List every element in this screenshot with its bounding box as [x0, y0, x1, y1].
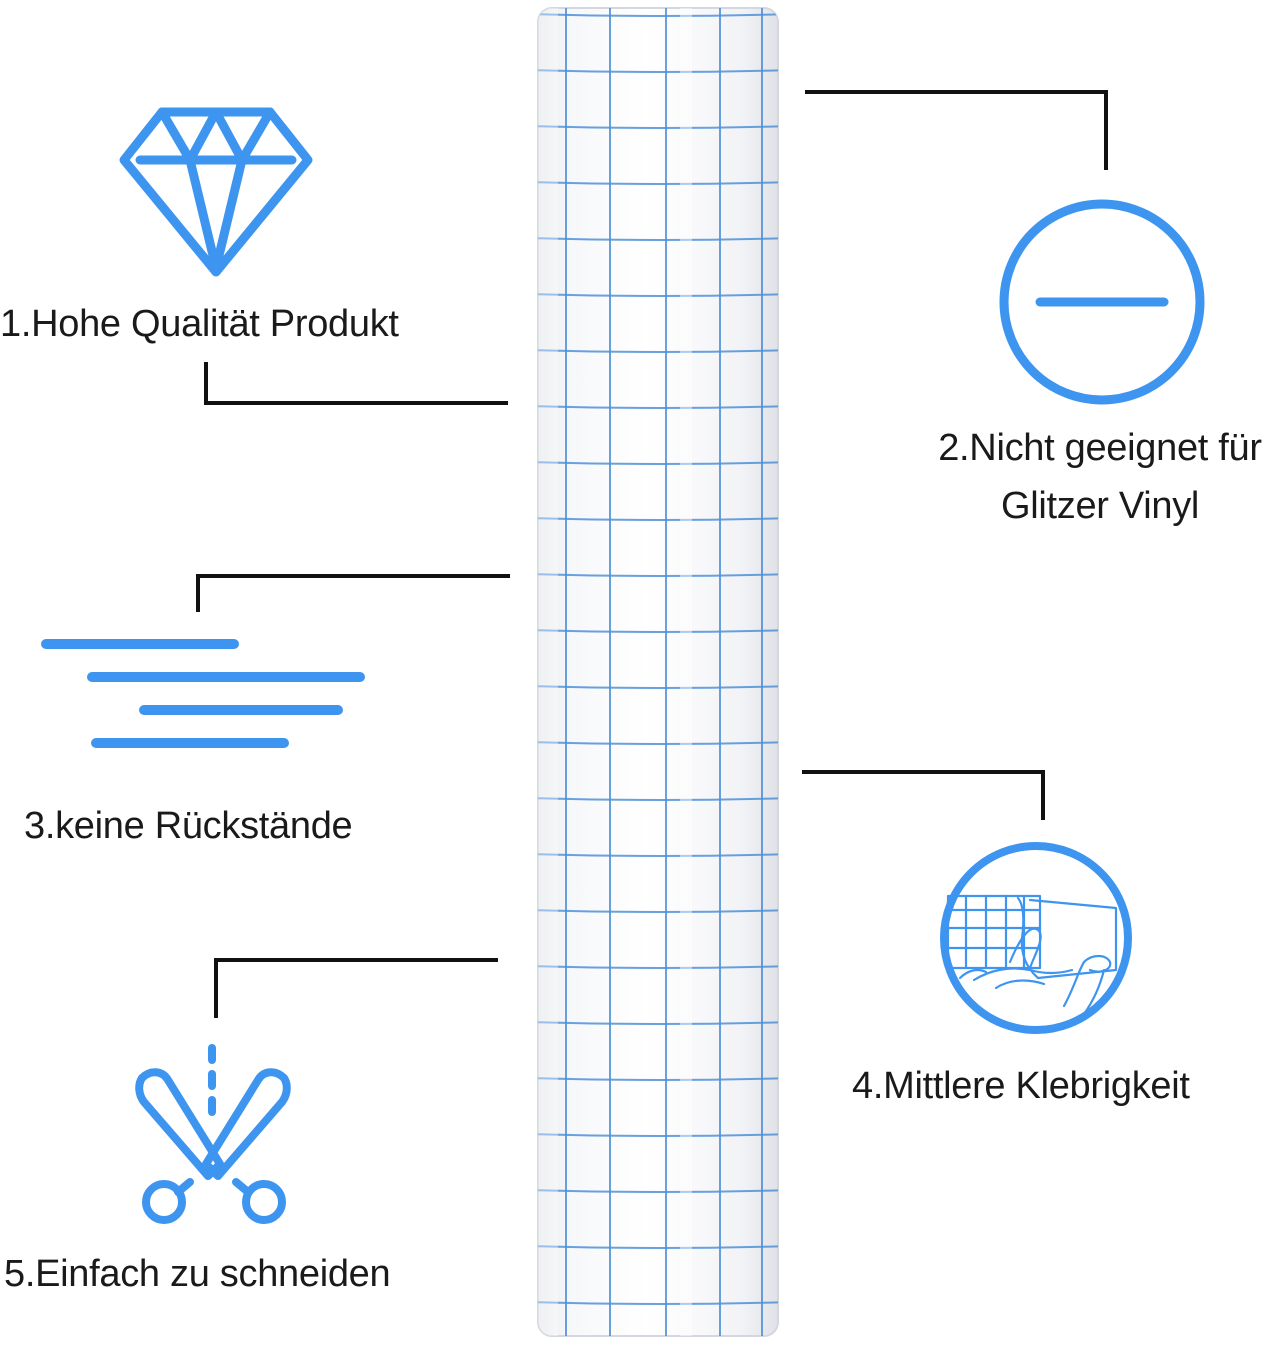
transfer-tape-roll [537, 7, 779, 1337]
roll-grid-horizontal-line [538, 237, 778, 241]
roll-grid-horizontal-line [538, 1189, 778, 1193]
connector-line-2 [805, 90, 1108, 170]
connector-line-1 [204, 362, 508, 405]
roll-grid-horizontal-line [538, 405, 778, 409]
roll-grid-horizontal-line [538, 629, 778, 633]
roll-grid-horizontal-line [538, 797, 778, 801]
roll-grid-horizontal-line [538, 293, 778, 297]
roll-grid-horizontal-line [538, 685, 778, 689]
feature-label-quality: 1.Hohe Qualität Produkt [0, 303, 399, 345]
feature-label-easy-cut: 5.Einfach zu schneiden [4, 1253, 391, 1295]
roll-grid-horizontal-line [538, 517, 778, 521]
roll-grid-horizontal-line [538, 909, 778, 913]
roll-grid-horizontal-line [538, 965, 778, 969]
feature-label-glitter: 2.Nicht geeignet für Glitzer Vinyl [918, 426, 1278, 529]
connector-line-4 [802, 770, 1045, 820]
roll-grid-horizontal-line [538, 1301, 778, 1305]
roll-grid-horizontal-line [538, 181, 778, 185]
roll-grid-horizontal-line [538, 349, 778, 353]
horizontal-lines-icon [41, 639, 365, 748]
roll-grid-horizontal-line [538, 573, 778, 577]
roll-grid-horizontal-line [538, 741, 778, 745]
feature-label-glitter-line2: Glitzer Vinyl [1000, 484, 1200, 527]
minus-circle-icon [999, 199, 1205, 405]
connector-line-3 [196, 574, 510, 612]
roll-grid-horizontal-line [538, 461, 778, 465]
roll-grid-horizontal-line [538, 853, 778, 857]
roll-grid-horizontal-line [538, 13, 778, 17]
connector-line-5 [214, 958, 498, 1018]
roll-grid-horizontal-line [538, 1077, 778, 1081]
roll-grid-lines [538, 8, 778, 1336]
roll-grid-horizontal-line [538, 1133, 778, 1137]
peeling-tape-circle-icon [940, 842, 1132, 1034]
roll-grid-horizontal-line [538, 125, 778, 129]
scissors-icon [135, 1044, 291, 1224]
roll-grid-horizontal-line [538, 1021, 778, 1025]
feature-label-tackiness: 4.Mittlere Klebrigkeit [852, 1065, 1190, 1107]
feature-label-no-residue: 3.keine Rückstände [24, 805, 353, 847]
roll-grid-horizontal-line [538, 69, 778, 73]
diamond-icon [119, 107, 313, 277]
roll-grid-horizontal-line [538, 1245, 778, 1249]
feature-label-glitter-line1: 2.Nicht geeignet für [938, 427, 1262, 469]
